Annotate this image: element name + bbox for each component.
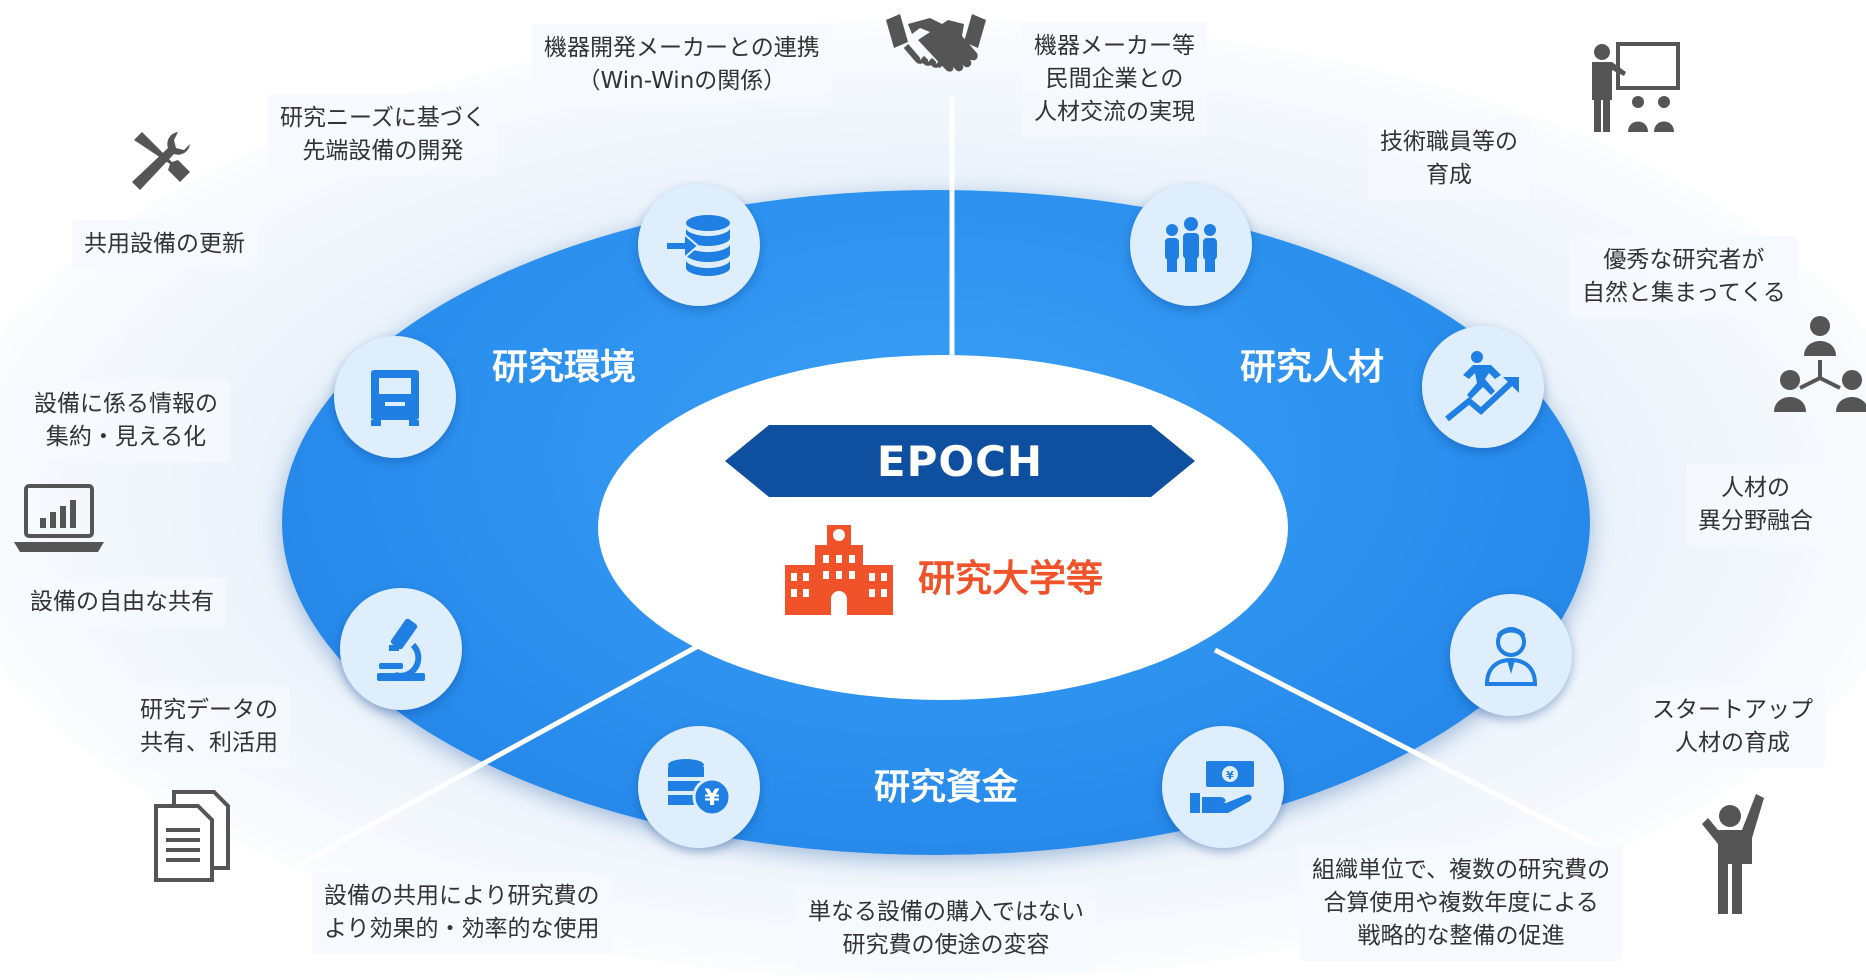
label-startup-line1: スタートアップ bbox=[1652, 697, 1813, 723]
divider-left bbox=[296, 642, 702, 868]
label-update: 共用設備の更新 bbox=[72, 220, 257, 269]
label-fusion: 人材の 異分野融合 bbox=[1686, 464, 1825, 546]
node-yen-coins: ¥ bbox=[638, 726, 760, 848]
svg-text:¥: ¥ bbox=[704, 786, 720, 811]
node-hand-money: ¥ bbox=[1162, 726, 1284, 848]
institution-label: 研究大学等 bbox=[918, 557, 1103, 600]
label-tech-staff: 技術職員等の 育成 bbox=[1368, 118, 1530, 200]
label-tech-staff-line2: 育成 bbox=[1426, 162, 1472, 188]
label-startup: スタートアップ 人材の育成 bbox=[1640, 686, 1825, 768]
document-icon bbox=[154, 790, 230, 882]
label-gather: 優秀な研究者が 自然と集まってくる bbox=[1570, 236, 1798, 318]
label-exchange: 機器メーカー等 民間企業との 人材交流の実現 bbox=[1022, 22, 1207, 137]
label-transform-line2: 研究費の使途の変容 bbox=[842, 932, 1050, 958]
cheering-person-icon bbox=[1702, 794, 1764, 914]
node-person bbox=[1450, 594, 1572, 716]
label-exchange-line2: 民間企業との bbox=[1045, 66, 1184, 92]
label-info-line2: 集約・見える化 bbox=[45, 424, 207, 450]
label-data-use-line1: 研究データの bbox=[140, 697, 278, 723]
people-network-icon bbox=[1774, 316, 1866, 412]
node-microscope bbox=[340, 588, 462, 710]
laptop-chart-icon bbox=[14, 484, 104, 552]
divider-right bbox=[1213, 647, 1642, 871]
university-building-icon bbox=[785, 525, 893, 615]
label-exchange-line1: 機器メーカー等 bbox=[1034, 33, 1195, 59]
handshake-icon bbox=[886, 14, 986, 72]
node-database bbox=[638, 184, 760, 306]
label-efficient-line1: 設備の共用により研究費の bbox=[324, 883, 600, 909]
label-transform-line1: 単なる設備の購入ではない bbox=[808, 899, 1084, 925]
section-environment: 研究環境 bbox=[492, 347, 637, 388]
label-info-line1: 設備に係る情報の bbox=[34, 391, 218, 417]
equipment-icon bbox=[371, 370, 419, 426]
label-strategic-line3: 戦略的な整備の促進 bbox=[1357, 923, 1565, 949]
label-fusion-line2: 異分野融合 bbox=[1698, 508, 1813, 534]
label-partner-dev-line2: （Win-Winの関係） bbox=[577, 68, 787, 94]
node-runner bbox=[1422, 326, 1544, 448]
business-person-icon bbox=[1484, 627, 1538, 686]
svg-text:¥: ¥ bbox=[1226, 769, 1234, 782]
label-efficient-line2: より効果的・効率的な使用 bbox=[324, 916, 600, 942]
hand-money-icon: ¥ bbox=[1190, 761, 1254, 813]
label-advanced-dev: 研究ニーズに基づく 先端設備の開発 bbox=[268, 94, 498, 176]
node-equipment bbox=[334, 336, 456, 458]
yen-coins-icon: ¥ bbox=[668, 759, 732, 817]
section-funding: 研究資金 bbox=[874, 767, 1019, 808]
label-partner-dev: 機器開発メーカーとの連携 （Win-Winの関係） bbox=[532, 24, 832, 106]
database-icon bbox=[665, 215, 730, 276]
label-advanced-dev-line2: 先端設備の開発 bbox=[302, 138, 464, 164]
label-strategic: 組織単位で、複数の研究費の 合算使用や複数年度による 戦略的な整備の促進 bbox=[1300, 846, 1623, 961]
label-fusion-line1: 人材の bbox=[1721, 475, 1790, 501]
label-strategic-line1: 組織単位で、複数の研究費の bbox=[1312, 857, 1611, 883]
section-talent: 研究人材 bbox=[1240, 347, 1385, 388]
lecture-icon bbox=[1592, 42, 1680, 132]
label-data-use-line2: 共有、利活用 bbox=[140, 730, 278, 756]
label-strategic-line2: 合算使用や複数年度による bbox=[1323, 890, 1599, 916]
label-exchange-line3: 人材交流の実現 bbox=[1034, 99, 1195, 125]
label-transform: 単なる設備の購入ではない 研究費の使途の変容 bbox=[796, 888, 1096, 970]
divider-lines bbox=[0, 0, 1866, 953]
label-partner-dev-line1: 機器開発メーカーとの連携 bbox=[544, 35, 820, 61]
team-icon bbox=[1165, 217, 1217, 272]
wrench-screwdriver-icon bbox=[132, 132, 190, 190]
label-free-share: 設備の自由な共有 bbox=[18, 578, 226, 627]
label-efficient: 設備の共用により研究費の より効果的・効率的な使用 bbox=[312, 872, 612, 954]
runner-growth-icon bbox=[1445, 351, 1519, 422]
label-gather-line2: 自然と集まってくる bbox=[1582, 280, 1786, 306]
epoch-banner: EPOCH bbox=[725, 425, 1195, 497]
microscope-icon bbox=[377, 618, 425, 681]
label-tech-staff-line1: 技術職員等の bbox=[1380, 129, 1518, 155]
label-data-use: 研究データの 共有、利活用 bbox=[128, 686, 290, 768]
label-update-line1: 共用設備の更新 bbox=[84, 231, 245, 257]
label-advanced-dev-line1: 研究ニーズに基づく bbox=[280, 105, 486, 131]
center-ellipse bbox=[598, 355, 1288, 700]
label-info: 設備に係る情報の 集約・見える化 bbox=[22, 380, 230, 462]
label-gather-line1: 優秀な研究者が bbox=[1603, 247, 1765, 273]
label-startup-line2: 人材の育成 bbox=[1675, 730, 1790, 756]
node-team bbox=[1130, 184, 1252, 306]
label-free-share-line1: 設備の自由な共有 bbox=[30, 589, 214, 615]
